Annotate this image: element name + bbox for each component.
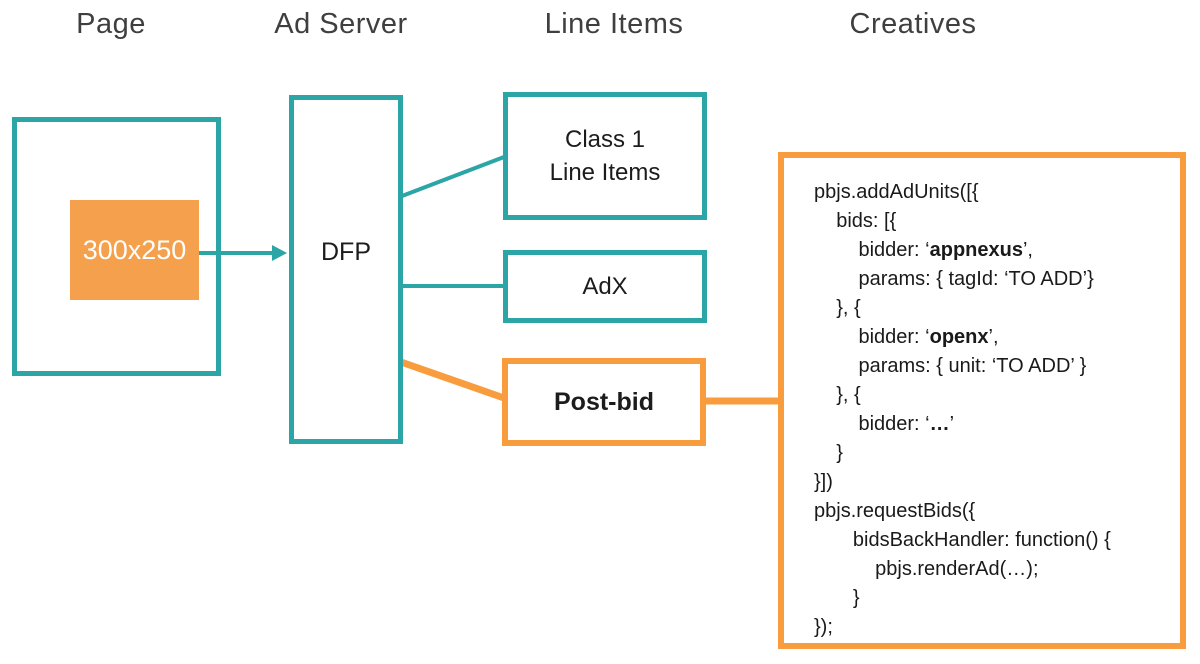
dfp-label: DFP — [321, 238, 371, 266]
page-outline-box — [12, 117, 221, 376]
code-line: }]) — [814, 471, 833, 493]
column-header-line-items: Line Items — [544, 8, 684, 40]
postbid-label: Post-bid — [554, 387, 654, 416]
class1-label-line2: Line Items — [549, 159, 661, 186]
code-line: } — [814, 587, 860, 609]
code-line: pbjs.addAdUnits([{ — [814, 181, 979, 203]
code-line: pbjs.requestBids({ — [814, 500, 976, 522]
code-line: } — [814, 442, 843, 464]
code-line: bidder: ‘…’ — [814, 413, 955, 435]
code-line: bidder: ‘appnexus’, — [814, 239, 1033, 261]
connector-dfp-to-postbid — [399, 358, 506, 402]
code-line: bids: [{ — [814, 210, 897, 232]
code-line: pbjs.renderAd(…); — [814, 558, 1039, 580]
column-header-ad-server: Ad Server — [274, 8, 408, 40]
adx-label: AdX — [582, 272, 628, 300]
code-line: params: { tagId: ‘TO ADD’} — [814, 268, 1094, 290]
postbid-box: Post-bid — [502, 358, 706, 446]
class1-line-items-label: Class 1 Line Items — [550, 123, 661, 189]
creatives-code-box: pbjs.addAdUnits([{ bids: [{ bidder: ‘app… — [778, 152, 1186, 649]
column-header-creatives: Creatives — [849, 8, 977, 40]
prebid-code-snippet: pbjs.addAdUnits([{ bids: [{ bidder: ‘app… — [814, 178, 1170, 642]
ad-slot-300x250: 300x250 — [70, 200, 199, 300]
connector-dfp-to-class1 — [401, 155, 505, 198]
class1-label-line1: Class 1 — [564, 126, 646, 153]
code-line: bidsBackHandler: function() { — [814, 529, 1111, 551]
code-line: bidder: ‘openx’, — [814, 326, 999, 348]
code-line: }, { — [814, 297, 861, 319]
code-line: params: { unit: ‘TO ADD’ } — [814, 355, 1087, 377]
adx-box: AdX — [503, 250, 707, 323]
column-header-page: Page — [76, 8, 146, 40]
code-line: }); — [814, 616, 833, 638]
code-line: }, { — [814, 384, 861, 406]
arrow-page-to-dfp-head — [272, 245, 287, 261]
dfp-box — [289, 95, 403, 444]
ad-slot-label: 300x250 — [82, 234, 187, 265]
class1-line-items-box: Class 1 Line Items — [503, 92, 707, 220]
